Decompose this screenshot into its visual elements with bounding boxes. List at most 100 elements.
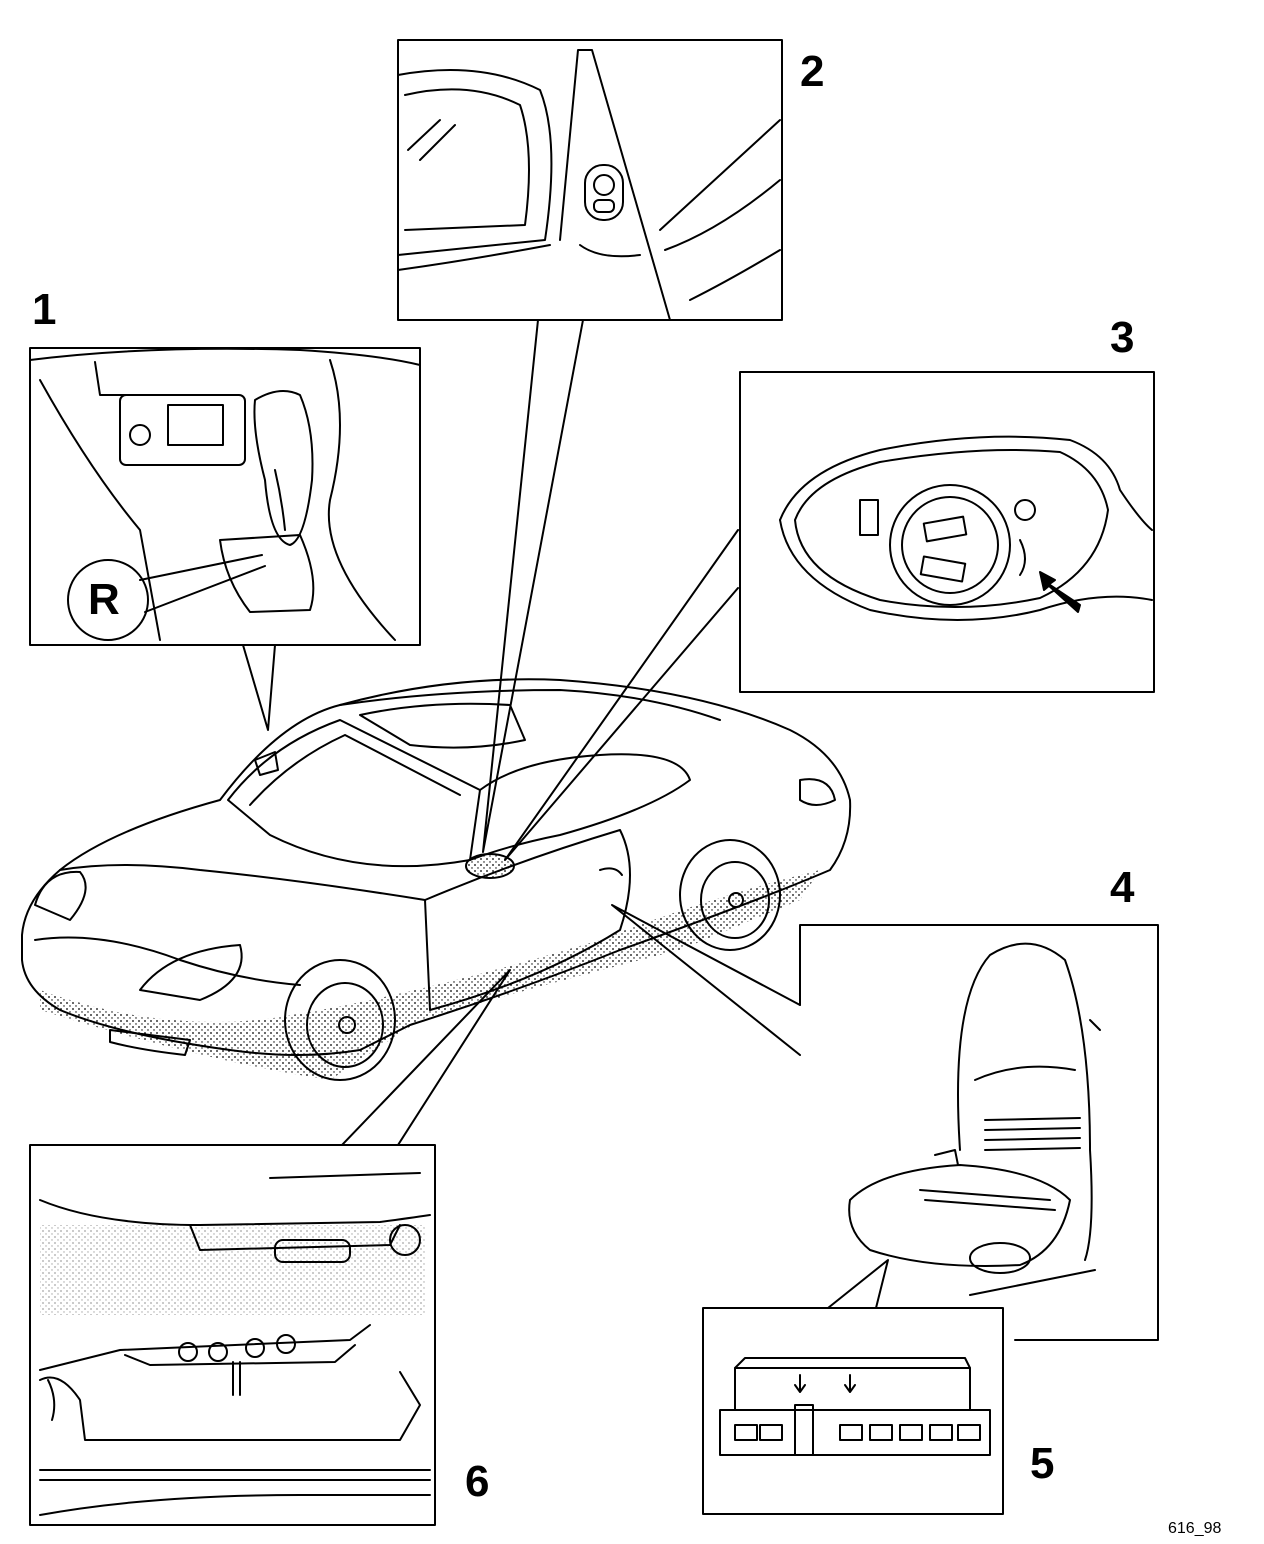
windshield-inner-line — [249, 734, 461, 806]
backrest-seam-1 — [974, 1065, 1076, 1081]
mirror-switch-housing — [584, 164, 624, 221]
leader-5 — [827, 1259, 889, 1309]
car-hood-line — [59, 864, 426, 901]
car-body-outline — [21, 678, 852, 1056]
cushion-pleats — [919, 1189, 1056, 1211]
seat-cushion — [848, 1164, 1071, 1267]
panel-6-frame — [29, 1144, 436, 1526]
dash-upper-line — [29, 347, 421, 366]
pillar-base — [579, 244, 641, 258]
gear-r-pointer — [139, 554, 266, 613]
mirror-motor-ring — [889, 484, 1011, 606]
car-shadow — [40, 870, 820, 1080]
door-sill-lines — [39, 1469, 431, 1481]
crest-icon — [47, 1379, 56, 1421]
car-illustration — [21, 678, 852, 1081]
mirror-housing-inner — [794, 448, 1109, 609]
callout-3: 3 — [1110, 313, 1135, 362]
a-pillar — [559, 49, 671, 321]
connector-pin-5 — [899, 1424, 923, 1441]
switch-bezel — [124, 1344, 356, 1366]
leader-3 — [504, 529, 739, 861]
leader-6 — [341, 969, 511, 1146]
mirror-housing-outer — [779, 435, 1153, 531]
panel-4-frame — [799, 924, 1159, 1341]
glass-reflection — [407, 119, 456, 161]
car-side-window — [469, 753, 691, 861]
leader-4 — [611, 904, 801, 1056]
gear-lever-shaft — [274, 469, 286, 531]
connector-pin-7 — [957, 1424, 981, 1441]
control-unit-top — [734, 1357, 971, 1369]
switch-button-1 — [178, 1342, 198, 1362]
mirror-motor-inner — [901, 496, 999, 594]
window-frame-outer — [397, 69, 553, 256]
door-trim-texture — [40, 1225, 425, 1315]
backrest-pleats — [984, 1117, 1081, 1151]
mirror-wire — [1019, 539, 1026, 576]
seatbelt-guide — [1089, 1019, 1101, 1031]
seat-rail — [969, 1269, 1096, 1296]
switch-button-4 — [276, 1334, 296, 1354]
seatbelt-buckle — [934, 1149, 959, 1166]
shift-gate — [219, 534, 315, 613]
pocket-divider — [232, 1361, 241, 1396]
car-bumper-vent — [109, 1029, 191, 1056]
panel-3-frame — [739, 371, 1155, 693]
panel-6-door-panel — [29, 1144, 436, 1526]
radio-unit — [119, 394, 246, 466]
panel-4-seat — [799, 924, 1159, 1341]
switch-button-2 — [208, 1342, 228, 1362]
panel-2-a-pillar — [397, 39, 783, 321]
door-lock-knob — [389, 1224, 421, 1256]
mirror-housing-lower — [779, 519, 1153, 621]
console-top — [94, 361, 236, 396]
seat-backrest — [957, 942, 1093, 1261]
switch-button-3 — [245, 1338, 265, 1358]
mirror-adjust-knob — [593, 174, 615, 196]
car-right-headlight — [139, 944, 243, 1001]
gear-r-label: R — [88, 575, 120, 624]
connector-pin-4 — [869, 1424, 893, 1441]
car-left-headlight — [34, 870, 87, 921]
car-rear-hub — [728, 892, 744, 908]
car-rear-wheel — [679, 839, 781, 951]
leader-2 — [482, 319, 584, 853]
center-connector — [794, 1404, 814, 1456]
car-door-handle — [599, 867, 623, 876]
arrow-icon — [1039, 571, 1081, 613]
down-arrow-icon-2 — [844, 1374, 856, 1393]
mirror-fold-button — [593, 199, 615, 213]
car-rear-light — [799, 778, 836, 806]
panel-5-control-unit — [702, 1307, 1004, 1515]
callout-5: 5 — [1030, 1439, 1055, 1488]
door-switch-cluster — [274, 1239, 351, 1263]
car-front-rim — [306, 982, 384, 1068]
door-pocket — [39, 1371, 421, 1441]
callout-4: 4 — [1110, 863, 1135, 912]
console-left-edge — [39, 379, 161, 641]
car-sunroof — [359, 702, 526, 749]
gear-lever-knob — [253, 390, 314, 546]
leader-lines — [242, 319, 889, 1309]
connector-pin-2 — [759, 1424, 783, 1441]
door-pull-handle — [189, 1224, 401, 1251]
armrest-edge — [39, 1199, 431, 1226]
window-frame-inner — [404, 88, 530, 231]
car-selector-marker — [254, 751, 279, 776]
panel-3-mirror-housing — [739, 371, 1155, 693]
car-roof-line — [339, 689, 721, 721]
door-sill-line — [397, 244, 551, 271]
motor-slot-upper — [922, 515, 968, 543]
door-pocket-top — [39, 1324, 371, 1371]
radio-knob — [129, 424, 151, 446]
door-top-line — [269, 1172, 421, 1179]
panel-2-frame — [397, 39, 783, 321]
console-right-edge — [327, 359, 396, 641]
leader-1 — [242, 644, 276, 731]
mirror-pivot — [1014, 499, 1036, 521]
callout-6: 6 — [465, 1457, 490, 1506]
car-rear-rim — [700, 861, 770, 939]
panel-1-gear-selector — [29, 347, 421, 646]
